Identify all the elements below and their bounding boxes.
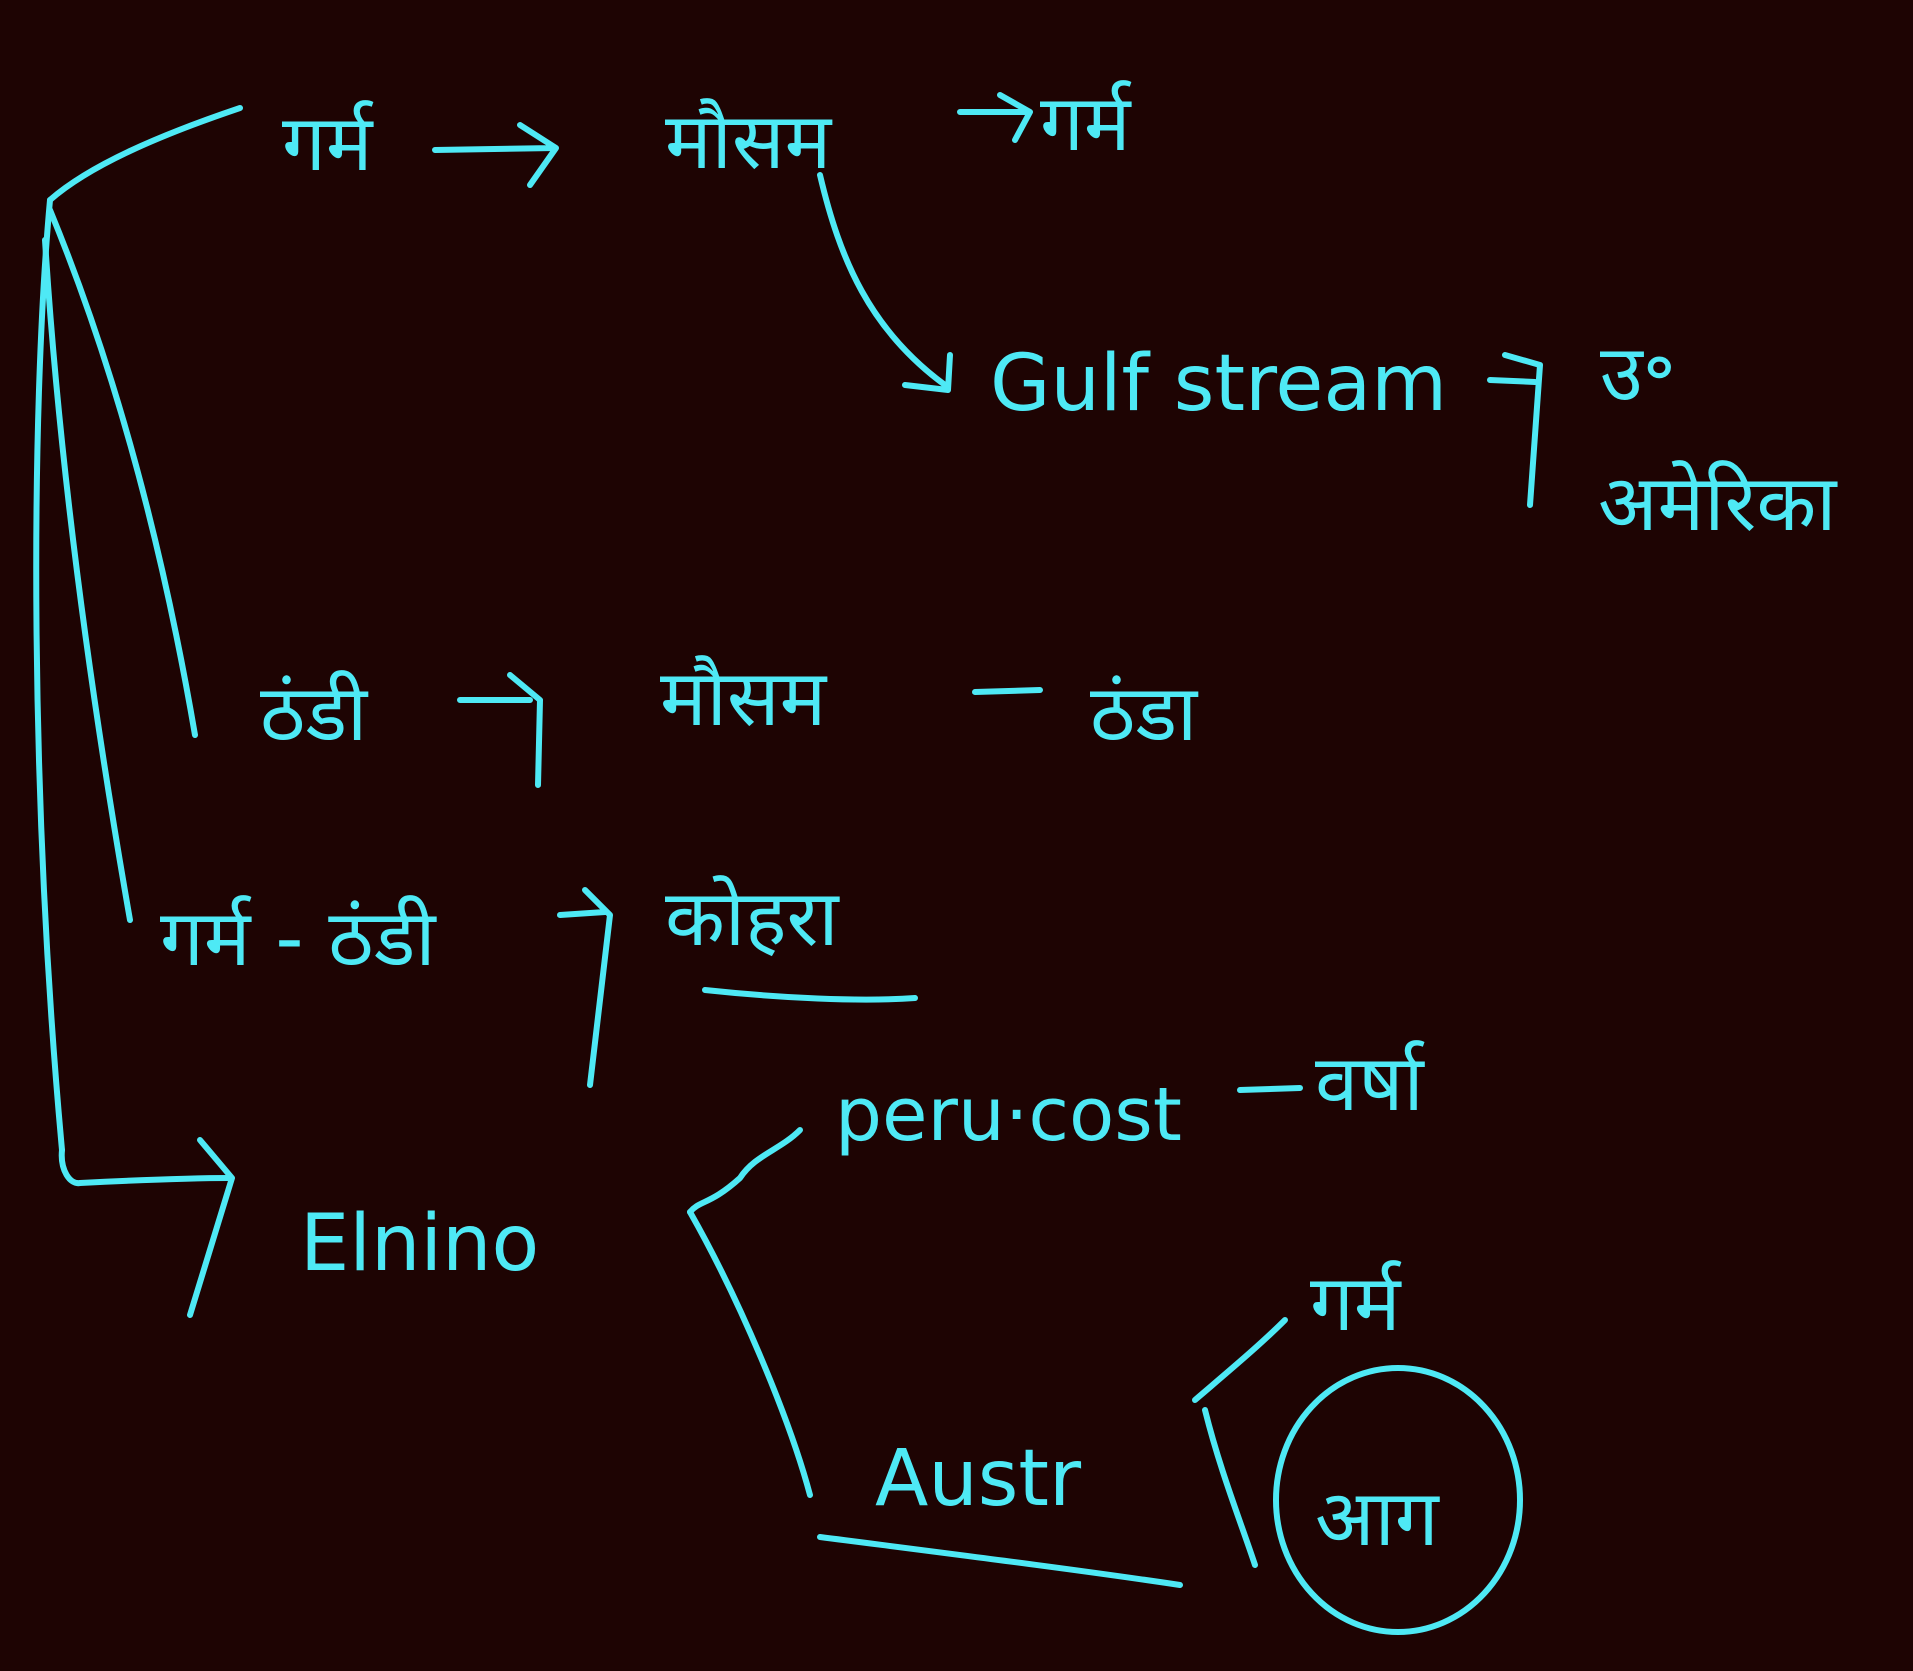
node-garm-thandi: गर्म - ठंडी bbox=[160, 894, 437, 984]
node-varsha: वर्षा bbox=[1315, 1039, 1425, 1129]
node-kohra: कोहरा bbox=[665, 874, 840, 964]
node-thanda: ठंडा bbox=[1090, 669, 1199, 759]
dash-peru-varsha bbox=[1237, 1085, 1303, 1093]
node-gulf-stream: Gulf stream bbox=[990, 339, 1447, 429]
node-garm-3: गर्म bbox=[1310, 1259, 1402, 1349]
node-u-america-line1: उ॰ bbox=[1600, 329, 1676, 419]
node-thandi: ठंडी bbox=[260, 669, 369, 759]
branch-elnino-to-austr bbox=[687, 1209, 813, 1498]
gulf-stream-pointer bbox=[1487, 352, 1543, 508]
node-el-nino: Elnino bbox=[300, 1199, 539, 1289]
branch-to-thandi bbox=[47, 207, 198, 738]
node-peru-cost: peru·cost bbox=[835, 1072, 1182, 1158]
aag-circle bbox=[1273, 1365, 1523, 1635]
branch-elnino-to-peru bbox=[687, 1127, 803, 1215]
kohra-underline bbox=[702, 987, 918, 1003]
node-mausam-2: मौसम bbox=[660, 654, 828, 744]
arrow-mausam-to-gulf-stream bbox=[817, 172, 953, 393]
arrow-mausam-to-garm bbox=[957, 92, 1033, 143]
arrow-thandi-to-mausam bbox=[457, 672, 543, 788]
elnino-arrowhead bbox=[187, 1137, 235, 1318]
branch-to-elnino bbox=[58, 1147, 233, 1187]
dash-mausam-thanda bbox=[972, 687, 1043, 695]
branch-austr-to-garm bbox=[1192, 1317, 1288, 1403]
node-austr: Austr bbox=[875, 1434, 1082, 1524]
node-garm: गर्म bbox=[282, 99, 374, 189]
tree-trunk-line bbox=[33, 197, 65, 1153]
austr-underline bbox=[817, 1534, 1183, 1588]
node-garm-2: गर्म bbox=[1040, 79, 1132, 169]
branch-to-garm-thandi bbox=[42, 237, 133, 923]
arrow-garm-thandi-to-kohra bbox=[557, 887, 613, 1088]
node-aag: आग bbox=[1315, 1474, 1440, 1564]
arrow-garm-to-mausam bbox=[432, 122, 559, 188]
tree-trunk-line bbox=[47, 105, 243, 203]
node-u-america-line2: अमेरिका bbox=[1598, 459, 1838, 549]
branch-austr-to-aag bbox=[1202, 1407, 1258, 1568]
node-mausam-1: मौसम bbox=[665, 97, 833, 187]
